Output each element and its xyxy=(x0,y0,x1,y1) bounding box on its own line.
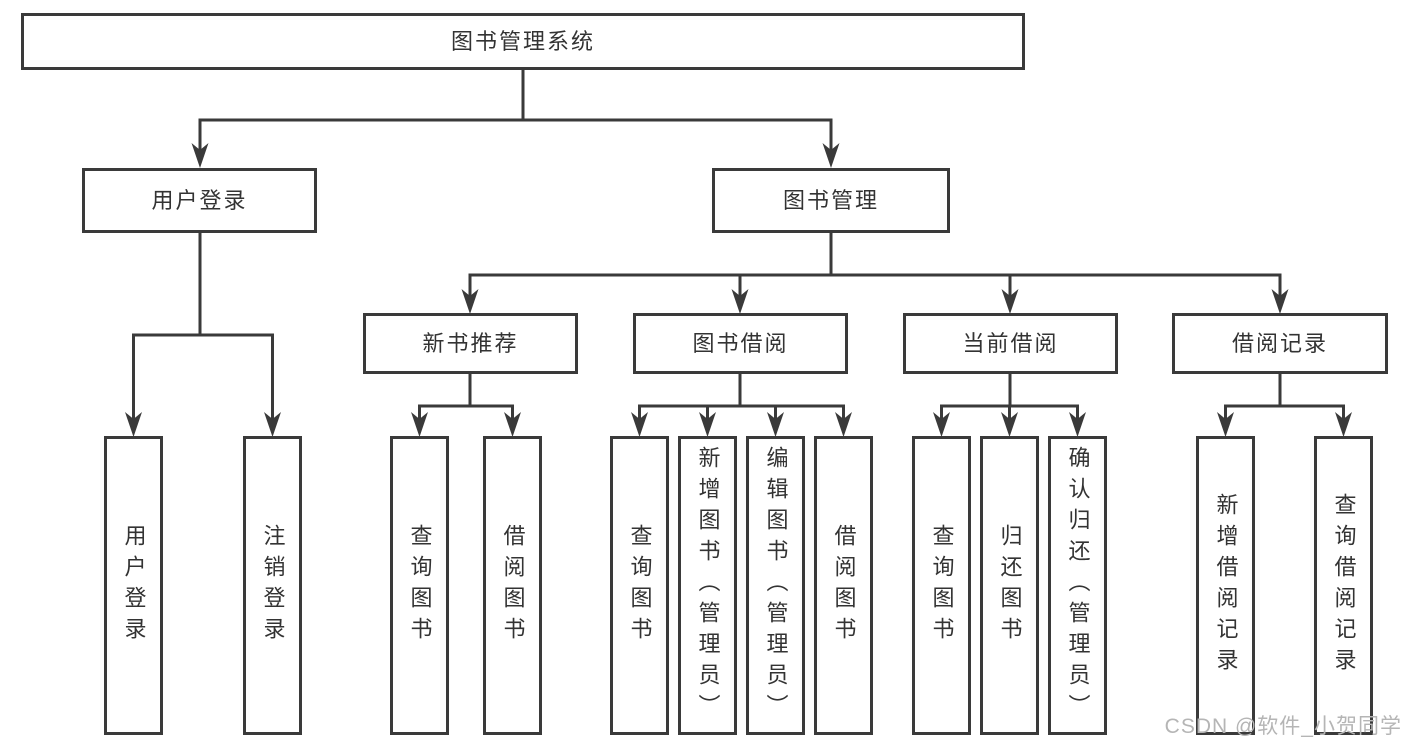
node-add-book-admin: 新增图书（管理员） xyxy=(678,436,737,735)
node-borrow-books-leaf: 借阅图书 xyxy=(814,436,873,735)
node-label: 新书推荐 xyxy=(422,330,519,356)
node-confirm-return-admin: 确认归还（管理员） xyxy=(1048,436,1107,735)
node-user-login: 用户登录 xyxy=(82,168,317,233)
node-label: 图书借阅 xyxy=(692,330,789,356)
node-label: 用户登录 xyxy=(121,523,147,648)
node-borrow-books-recommend: 借阅图书 xyxy=(483,436,542,735)
node-label: 借阅记录 xyxy=(1231,330,1328,356)
node-label: 图书管理系统 xyxy=(450,28,595,54)
node-label: 编辑图书（管理员） xyxy=(763,446,789,725)
node-label: 用户登录 xyxy=(151,187,248,213)
node-label: 查询图书 xyxy=(407,523,433,648)
node-return-book: 归还图书 xyxy=(980,436,1039,735)
node-label: 新增图书（管理员） xyxy=(695,446,721,725)
node-user-login-leaf: 用户登录 xyxy=(104,436,163,735)
node-label: 注销登录 xyxy=(260,523,286,648)
node-label: 借阅图书 xyxy=(500,523,526,648)
node-query-books-current: 查询图书 xyxy=(912,436,971,735)
node-book-management: 图书管理 xyxy=(712,168,950,233)
node-borrowing-records: 借阅记录 xyxy=(1172,313,1388,374)
node-edit-book-admin: 编辑图书（管理员） xyxy=(746,436,805,735)
node-book-borrowing: 图书借阅 xyxy=(633,313,848,374)
node-label: 查询图书 xyxy=(627,523,653,648)
node-label: 当前借阅 xyxy=(962,330,1059,356)
node-query-books-recommend: 查询图书 xyxy=(390,436,449,735)
node-current-borrowing: 当前借阅 xyxy=(903,313,1118,374)
node-label: 图书管理 xyxy=(782,187,879,213)
node-logout: 注销登录 xyxy=(243,436,302,735)
node-new-book-recommendation: 新书推荐 xyxy=(363,313,578,374)
node-book-management-system: 图书管理系统 xyxy=(21,13,1025,70)
watermark: CSDN @软件_小贺同学 xyxy=(1164,715,1402,738)
node-add-borrow-record: 新增借阅记录 xyxy=(1196,436,1255,735)
node-label: 借阅图书 xyxy=(831,523,857,648)
node-label: 确认归还（管理员） xyxy=(1065,446,1091,725)
node-label: 查询借阅记录 xyxy=(1331,492,1357,679)
node-label: 归还图书 xyxy=(997,523,1023,648)
node-query-books-borrow: 查询图书 xyxy=(610,436,669,735)
node-label: 新增借阅记录 xyxy=(1213,492,1239,679)
node-query-borrow-record: 查询借阅记录 xyxy=(1314,436,1373,735)
node-label: 查询图书 xyxy=(929,523,955,648)
